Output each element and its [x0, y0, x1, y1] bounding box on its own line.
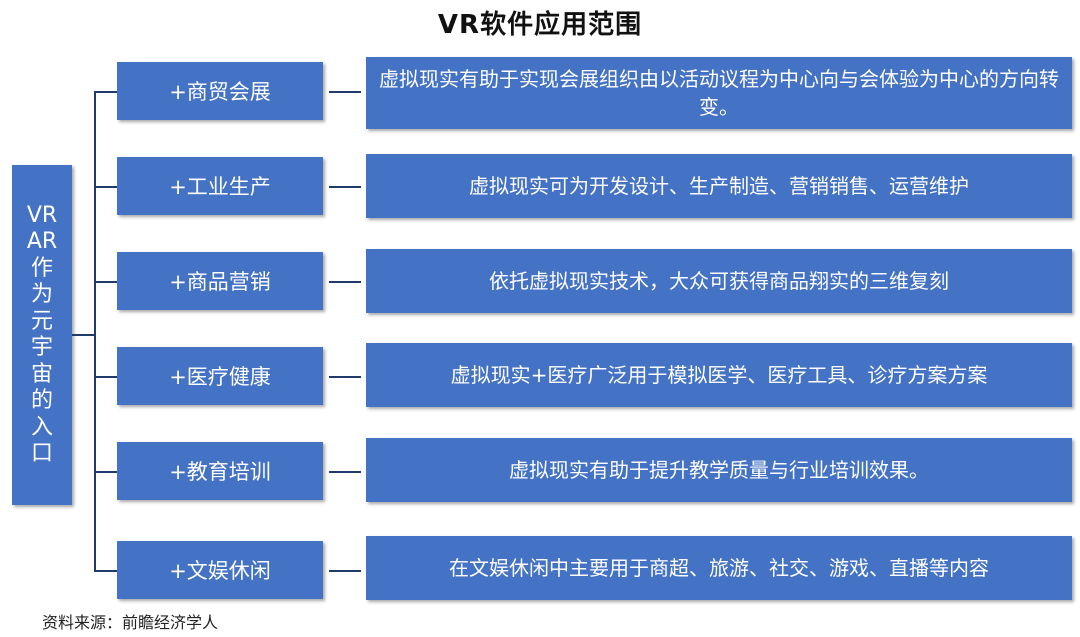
- category-box-product-marketing: +商品营销: [117, 252, 323, 310]
- description-box-trade-exhibition: 虚拟现实有助于实现会展组织由以活动议程为中心向与会体验为中心的方向转变。: [366, 57, 1072, 129]
- row-connector: [329, 91, 361, 93]
- left-label-line: 宇: [30, 335, 53, 360]
- row-connector: [329, 186, 361, 188]
- bracket-vertical-line: [94, 91, 96, 572]
- bracket-branch: [94, 471, 117, 473]
- bracket-branch: [94, 570, 117, 572]
- bracket-branch: [94, 91, 117, 93]
- left-label-line: 口: [30, 441, 53, 466]
- description-box-industrial-production: 虚拟现实可为开发设计、生产制造、营销销售、运营维护: [366, 154, 1072, 218]
- row-connector: [329, 471, 361, 473]
- category-box-education-training: +教育培训: [117, 442, 323, 500]
- diagram-title: VR软件应用范围: [437, 10, 643, 40]
- left-label-line: VR: [26, 202, 58, 228]
- left-label-line: 为: [30, 282, 53, 307]
- left-label-line: 的: [30, 388, 53, 413]
- bracket-branch: [94, 186, 117, 188]
- bracket-horizontal-from-label: [72, 334, 96, 336]
- description-box-healthcare: 虚拟现实+医疗广泛用于模拟医学、医疗工具、诊疗方案方案: [366, 343, 1072, 407]
- category-box-trade-exhibition: +商贸会展: [117, 62, 323, 120]
- left-label-line: 宙: [30, 361, 53, 387]
- description-box-entertainment-leisure: 在文娱休闲中主要用于商超、旅游、社交、游戏、直播等内容: [366, 536, 1072, 600]
- row-connector: [329, 281, 361, 283]
- source-note: 资料来源：前瞻经济学人: [42, 613, 219, 632]
- left-label-box: VR AR 作 为 元 宇 宙 的 入 口: [12, 165, 72, 505]
- description-box-education-training: 虚拟现实有助于提升教学质量与行业培训效果。: [366, 438, 1072, 502]
- category-box-entertainment-leisure: +文娱休闲: [117, 541, 323, 599]
- left-label-line: 入: [30, 414, 53, 440]
- bracket-branch: [94, 376, 117, 378]
- row-connector: [329, 376, 361, 378]
- left-label-line: 作: [30, 255, 53, 281]
- left-label-line: 元: [30, 308, 53, 334]
- category-box-healthcare: +医疗健康: [117, 347, 323, 405]
- bracket-branch: [94, 281, 117, 283]
- left-label-line: AR: [26, 229, 58, 254]
- category-box-industrial-production: +工业生产: [117, 157, 323, 215]
- row-connector: [329, 570, 361, 572]
- description-box-product-marketing: 依托虚拟现实技术，大众可获得商品翔实的三维复刻: [366, 249, 1072, 313]
